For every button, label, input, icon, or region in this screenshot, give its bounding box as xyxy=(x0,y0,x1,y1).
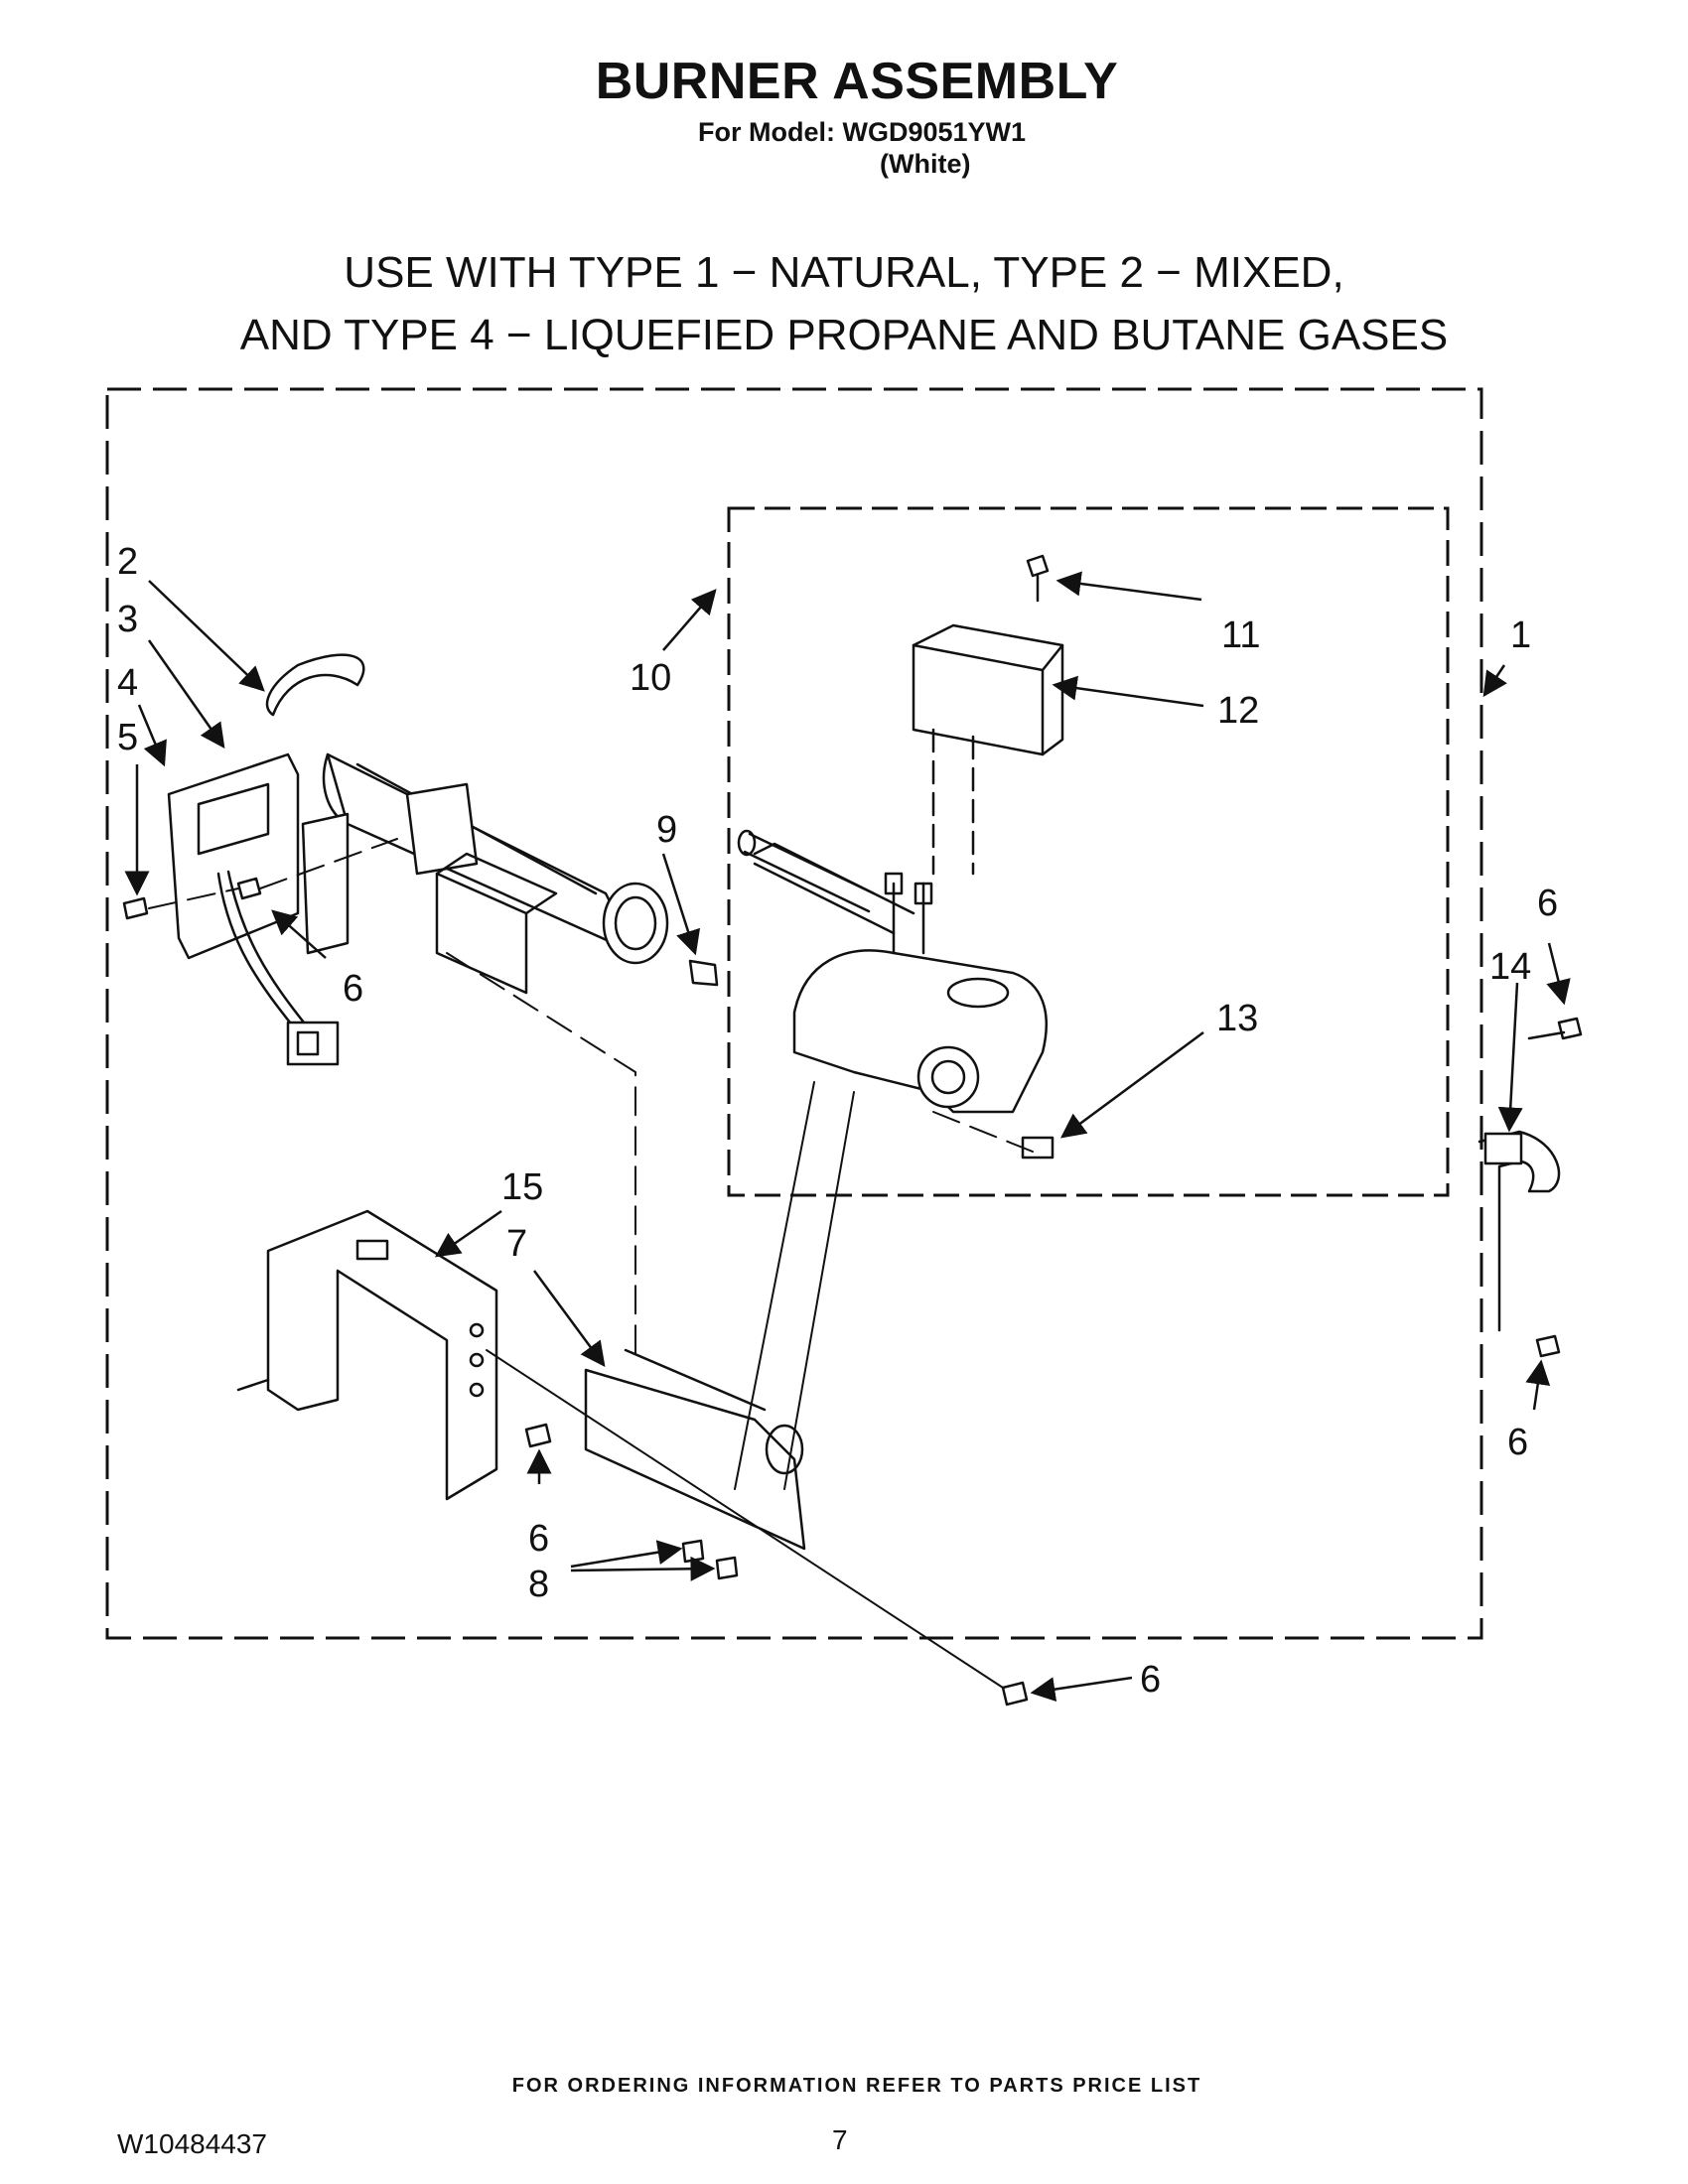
assembly-boundary xyxy=(105,387,1483,1640)
callout-13: 13 xyxy=(1216,998,1258,1039)
callout-14: 14 xyxy=(1489,946,1531,988)
callout-6-mount: 6 xyxy=(528,1518,549,1560)
wire-clamp xyxy=(1477,1130,1561,1332)
callout-6-right-bottom: 6 xyxy=(1507,1422,1528,1463)
callout-10: 10 xyxy=(630,657,671,699)
callout-arrows xyxy=(124,571,1571,1703)
callout-4: 4 xyxy=(117,662,138,704)
callout-11: 11 xyxy=(1221,614,1260,656)
callout-15: 15 xyxy=(501,1166,543,1208)
gas-valve xyxy=(753,842,1048,1114)
igniter-wiring xyxy=(216,870,340,1066)
burner-tube xyxy=(265,653,669,965)
callout-6-right-top: 6 xyxy=(1537,883,1558,924)
burner-bracket xyxy=(236,1209,498,1501)
callout-1: 1 xyxy=(1510,614,1531,656)
screw-6-mount xyxy=(524,1423,552,1448)
gas-type-line-1: USE WITH TYPE 1 − NATURAL, TYPE 2 − MIXE… xyxy=(344,248,1344,297)
screw-6-right-bottom xyxy=(1535,1334,1561,1358)
callout-6-left: 6 xyxy=(343,968,363,1010)
manifold-pipe xyxy=(737,829,876,913)
callout-3: 3 xyxy=(117,599,138,640)
valve-assembly-boundary xyxy=(727,506,1450,1197)
callout-12: 12 xyxy=(1217,690,1259,732)
callout-9: 9 xyxy=(656,809,677,851)
valve-mounting-bracket xyxy=(584,1348,806,1551)
callout-7: 7 xyxy=(506,1223,527,1265)
document-number: W10484437 xyxy=(117,2128,268,2159)
callout-2: 2 xyxy=(117,541,138,583)
screw-6-bottom xyxy=(1001,1681,1029,1706)
page-title: BURNER ASSEMBLY xyxy=(595,53,1119,110)
burner-orifice xyxy=(688,959,719,987)
screw-6-left-2 xyxy=(236,877,262,900)
alignment-lines xyxy=(148,838,1500,1361)
igniter-bracket xyxy=(167,752,350,960)
screw-8-1 xyxy=(681,1539,705,1564)
screw-8-2 xyxy=(715,1556,739,1580)
model-number: For Model: WGD9051YW1 xyxy=(698,117,1027,147)
ordering-note: FOR ORDERING INFORMATION REFER TO PARTS … xyxy=(511,2075,1202,2097)
screw-11 xyxy=(1026,554,1050,603)
callout-8: 8 xyxy=(528,1564,549,1605)
model-color: (White) xyxy=(880,149,971,179)
screw-6-right-top xyxy=(1527,1017,1583,1040)
flame-sensor-bracket xyxy=(405,782,558,995)
gas-type-line-2: AND TYPE 4 − LIQUEFIED PROPANE AND BUTAN… xyxy=(239,311,1449,359)
callout-5: 5 xyxy=(117,717,138,758)
page-number: 7 xyxy=(832,2124,848,2155)
valve-coil xyxy=(912,623,1064,876)
leader-lines-valve xyxy=(486,1081,1004,1689)
callout-6-bottom: 6 xyxy=(1140,1659,1161,1701)
sensor-connector xyxy=(1021,1136,1055,1160)
screw-6-left-1 xyxy=(122,896,149,920)
